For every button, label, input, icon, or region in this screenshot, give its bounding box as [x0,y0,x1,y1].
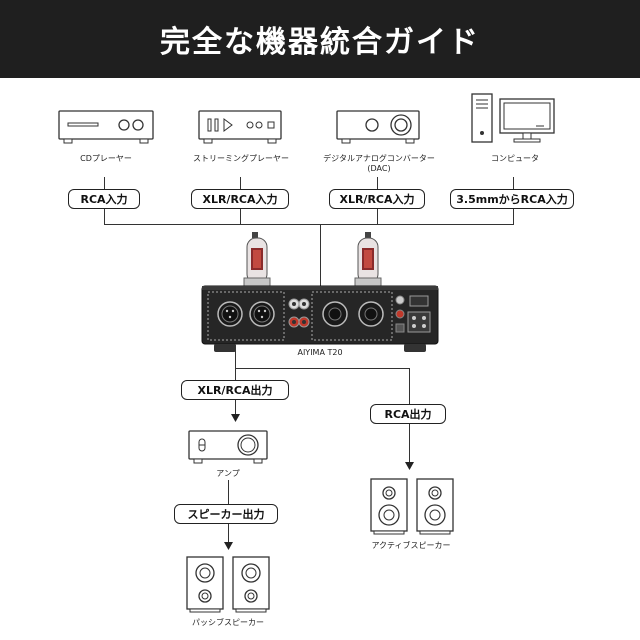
input-pill-xlr-rca-1: XLR/RCA入力 [191,189,289,209]
source-label-cd: CDプレーヤー [80,154,132,163]
input-bus-line [104,224,514,225]
connector-line [377,177,378,189]
arrow-down-icon [231,414,240,422]
passive-speakers-icon [186,556,270,613]
connector-line [409,424,410,464]
device-name-label: AIYIMA T20 [297,348,343,357]
output-line-left [235,368,236,380]
output-trunk-line [235,345,236,369]
source-label-streaming: ストリーミングプレーヤー [193,154,289,163]
source-label-computer: コンピュータ [491,154,539,163]
connector-line [513,209,514,225]
input-pill-rca: RCA入力 [68,189,140,209]
amp-label: アンプ [216,469,240,478]
input-pill-35mm: 3.5mmからRCA入力 [450,189,574,209]
connector-line [240,209,241,225]
header-banner: 完全な機器統合ガイド [0,0,640,78]
output-pill-rca: RCA出力 [370,404,446,424]
connector-line [513,177,514,189]
output-line-right [409,368,410,404]
source-label-dac: デジタルアナログコンバーター (DAC) [323,154,435,173]
cd-player-icon [58,110,154,144]
streaming-player-icon [198,110,282,144]
connector-line [228,524,229,544]
connector-line [104,177,105,189]
output-pill-xlr-rca: XLR/RCA出力 [181,380,289,400]
dac-icon [336,110,420,144]
amp-icon [188,430,268,464]
output-pill-speaker: スピーカー出力 [174,504,278,524]
connector-line [377,209,378,225]
arrow-down-icon [224,542,233,550]
connector-line [235,400,236,416]
connector-line [320,224,321,286]
input-pill-xlr-rca-2: XLR/RCA入力 [329,189,425,209]
arrow-down-icon [405,462,414,470]
connector-line [228,480,229,504]
computer-icon [471,93,555,143]
connector-line [104,209,105,225]
page-title: 完全な機器統合ガイド [160,25,480,60]
active-speakers-label: アクティブスピーカー [371,541,451,550]
amplifier-device-image [201,232,439,352]
active-speakers-icon [370,478,454,535]
connector-line [240,177,241,189]
output-bus-line [235,368,409,369]
passive-speakers-label: パッシブスピーカー [192,618,264,627]
